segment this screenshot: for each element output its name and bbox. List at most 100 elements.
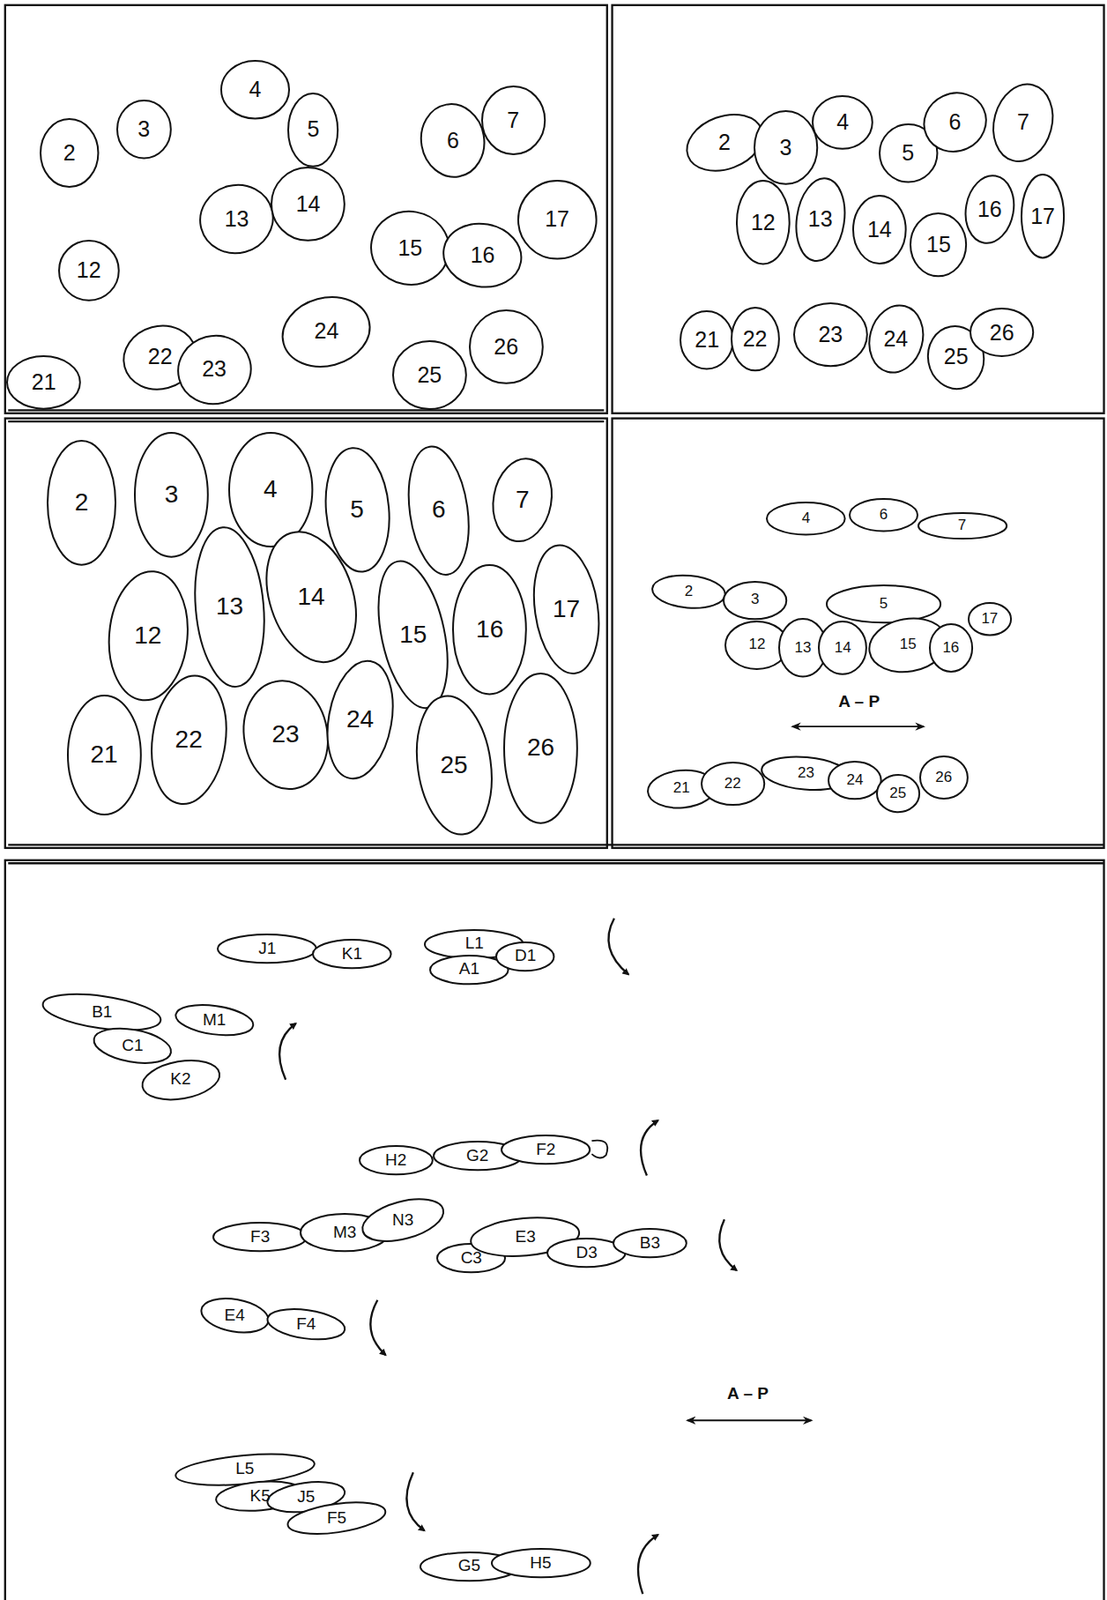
cell-outline: 13: [794, 176, 847, 263]
cell-outline: 26: [502, 671, 580, 825]
cell-number: A1: [459, 959, 480, 979]
cell-number: 13: [794, 639, 812, 657]
cell-outline: 7: [992, 81, 1054, 164]
cell-number: 22: [742, 326, 768, 352]
cell-outline: 2: [650, 573, 728, 610]
cell-outline: H5: [490, 1546, 593, 1579]
cell-outline: 6: [921, 91, 989, 153]
cell-outline: 2: [38, 117, 100, 189]
cell-outline: 17: [1019, 172, 1066, 260]
cell-outline: 17: [966, 601, 1013, 638]
cell-number: 21: [89, 741, 118, 769]
cell-number: M3: [333, 1223, 357, 1242]
cell-number: L1: [465, 934, 484, 953]
cell-outline: 4: [765, 500, 847, 537]
cell-number: 2: [63, 141, 76, 166]
cell-number: 2: [684, 583, 693, 601]
cell-number: 5: [306, 117, 320, 142]
cell-number: 16: [475, 616, 504, 644]
cell-number: 3: [164, 481, 179, 509]
cell-outline: 23: [242, 678, 329, 791]
cell-outline: 16: [964, 173, 1016, 246]
cell-outline: K2: [140, 1059, 223, 1100]
cell-number: 14: [297, 583, 325, 611]
cell-number: 3: [779, 135, 792, 161]
cell-outline: 22: [699, 760, 766, 807]
cell-outline: 12: [57, 238, 121, 303]
cell-outline: 4: [219, 59, 291, 120]
cell-number: K1: [341, 944, 363, 964]
cell-outline: 17: [533, 542, 600, 676]
cell-outline: 13: [198, 183, 275, 255]
cell-number: F4: [296, 1315, 316, 1334]
cell-outline: N3: [359, 1199, 446, 1241]
cell-number: 25: [416, 363, 442, 388]
cell-outline: 5: [824, 583, 943, 625]
cell-number: 16: [977, 197, 1003, 223]
cell-outline: 3: [115, 98, 173, 160]
cell-number: F5: [326, 1508, 347, 1528]
cell-number: 5: [901, 141, 914, 166]
cell-outline: 24: [868, 303, 925, 375]
cell-outline: 7: [480, 84, 547, 157]
axis-label: A – P: [724, 1384, 772, 1404]
cell-number: 6: [446, 128, 460, 154]
cell-outline: 24: [826, 759, 884, 801]
cell-number: E3: [515, 1227, 536, 1247]
cell-number: C1: [121, 1036, 143, 1055]
cell-number: 12: [76, 258, 102, 283]
cell-outline: 14: [267, 527, 355, 666]
cell-number: 17: [552, 595, 580, 624]
cell-number: 16: [942, 639, 959, 657]
rotation-arrows: [279, 918, 737, 1594]
cell-number: 13: [808, 207, 833, 232]
cell-outline: B3: [611, 1226, 689, 1259]
cell-outline: F4: [265, 1307, 348, 1340]
cell-number: D1: [514, 946, 536, 966]
cell-outline: 24: [326, 658, 394, 781]
cell-outline: 13: [193, 525, 266, 689]
cell-number: 25: [889, 785, 907, 803]
cell-outline: 7: [916, 511, 1009, 541]
cell-number: 15: [926, 232, 951, 258]
cell-outline: F2: [499, 1133, 592, 1166]
cell-number: 26: [935, 769, 952, 787]
cell-number: 4: [836, 110, 849, 135]
cell-number: 24: [846, 772, 864, 789]
cell-number: 2: [718, 130, 731, 156]
cell-outline: E4: [199, 1297, 271, 1334]
panel: [612, 418, 1105, 848]
cell-outline: 6: [419, 102, 486, 179]
cell-number: 24: [883, 326, 908, 352]
cell-number: J1: [258, 939, 276, 959]
cell-outline: 26: [468, 308, 545, 386]
cell-number: 26: [493, 334, 519, 360]
cell-number: 6: [949, 110, 962, 135]
cell-outline: 5: [286, 91, 340, 169]
cell-number: H5: [529, 1553, 551, 1573]
cell-number: 22: [175, 726, 203, 754]
cell-outline: 14: [817, 619, 869, 677]
cell-number: 14: [834, 639, 852, 657]
cell-number: H2: [385, 1151, 407, 1170]
cell-outline: 23: [176, 334, 253, 406]
cell-number: 2: [74, 489, 90, 517]
cell-number: F2: [535, 1140, 556, 1160]
cell-number: 12: [748, 636, 766, 654]
cell-outline: 16: [928, 622, 974, 674]
cell-number: 14: [867, 217, 892, 243]
cell-outline: 26: [968, 306, 1035, 358]
cell-outline: 6: [408, 444, 469, 577]
panel: [5, 860, 1105, 1600]
cell-outline: 15: [908, 211, 968, 278]
cell-number: K5: [250, 1486, 271, 1506]
cell-outline: 2: [683, 114, 766, 171]
cell-outline: 17: [516, 178, 599, 261]
cell-outline: 22: [729, 305, 781, 372]
cell-outline: K1: [311, 937, 394, 970]
cell-outline: L5: [173, 1453, 317, 1486]
cell-number: 24: [346, 705, 374, 734]
cell-outline: 24: [280, 296, 372, 368]
cell-outline: 4: [227, 430, 314, 549]
cell-outline: 21: [66, 693, 143, 817]
